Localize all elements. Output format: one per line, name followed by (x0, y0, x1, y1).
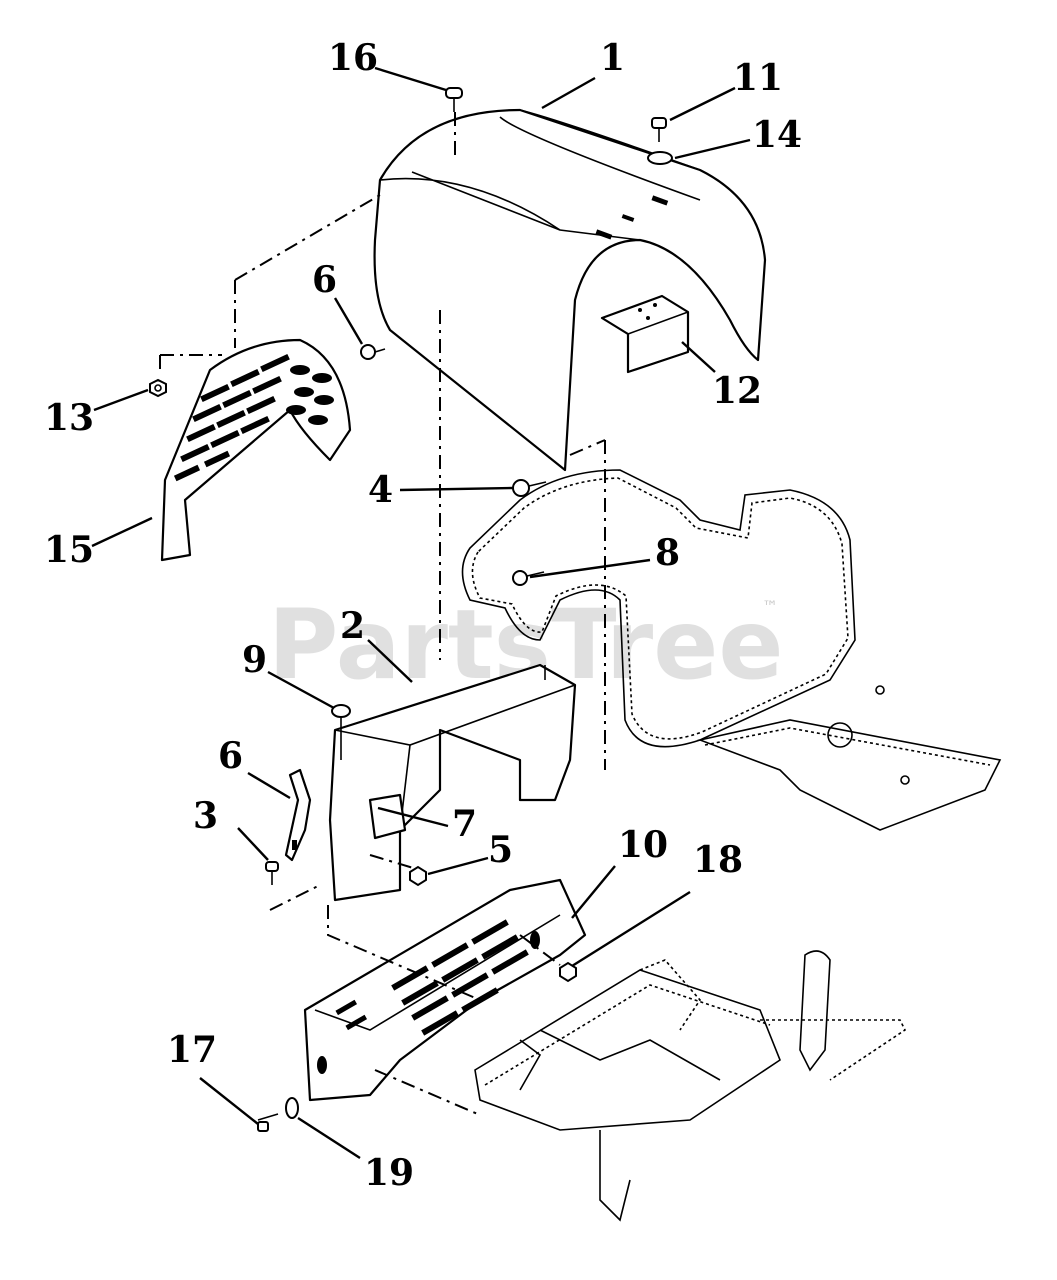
part-14-washer (647, 151, 673, 165)
part-16-bolt (445, 87, 463, 112)
part-15-grille (160, 338, 352, 562)
callout-18: 18 (693, 839, 743, 881)
part-18-nut (559, 961, 577, 983)
part-10-floor-pan (303, 878, 587, 1102)
callout-8: 8 (655, 532, 680, 574)
part-11-bolt (651, 117, 667, 142)
callout-17: 17 (167, 1029, 217, 1071)
callout-9: 9 (242, 639, 267, 681)
callout-16: 16 (328, 37, 378, 79)
callout-5: 5 (488, 829, 513, 871)
callout-4: 4 (368, 469, 393, 511)
callout-11: 11 (733, 57, 783, 99)
hardware (149, 87, 673, 1132)
part-8-screw (512, 570, 545, 586)
leader-lines (91, 66, 751, 1160)
part-12-bracket (600, 294, 690, 374)
callout-labels: 16 1 11 14 6 12 13 4 15 8 2 9 6 3 7 5 10… (44, 37, 802, 1194)
part-2-shroud (328, 663, 577, 902)
part-5-nut (409, 865, 427, 887)
callout-19: 19 (364, 1152, 414, 1194)
callout-6-upper: 6 (312, 259, 337, 301)
callout-15: 15 (44, 529, 94, 571)
callout-3: 3 (193, 795, 218, 837)
assembly-lines (159, 110, 606, 1116)
part-19-washer (285, 1097, 299, 1119)
part-7-bracket (368, 793, 407, 840)
callout-13: 13 (44, 397, 94, 439)
chassis-frame (474, 950, 907, 1222)
watermark-trademark: ™ (762, 597, 778, 616)
callout-2: 2 (340, 605, 365, 647)
callout-1: 1 (600, 37, 625, 79)
part-9-pin (331, 704, 351, 760)
callout-6-lower: 6 (218, 735, 243, 777)
callout-12: 12 (712, 370, 762, 412)
callout-14: 14 (752, 114, 802, 156)
frame-rail (461, 440, 1002, 831)
part-3-screw (265, 861, 279, 885)
part-13-nut (149, 378, 167, 398)
callout-7: 7 (452, 803, 477, 845)
part-6-fastener-upper (360, 344, 386, 360)
callout-10: 10 (618, 824, 668, 866)
part-6-clip-lower (284, 768, 312, 862)
part-17-bolt (257, 1113, 279, 1132)
part-1-cover (373, 108, 767, 472)
